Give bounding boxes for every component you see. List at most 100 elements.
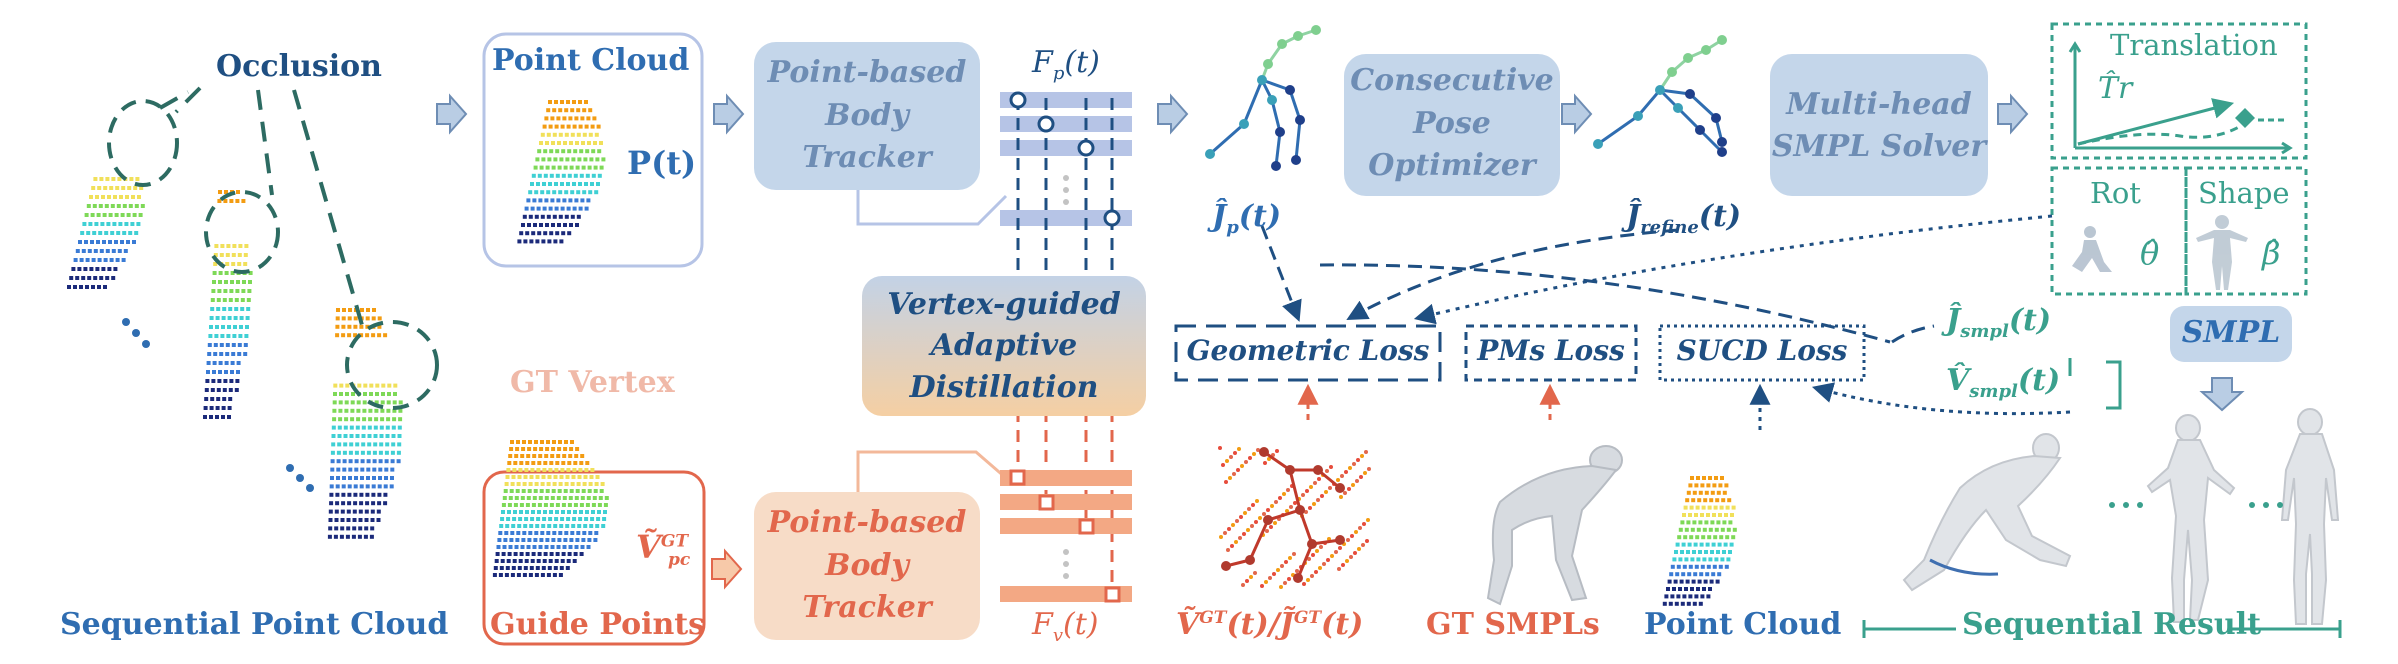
cloud5-point [601, 524, 606, 528]
gt-vertex-point [1249, 575, 1253, 579]
guide-points-label: Guide Points [490, 607, 706, 642]
cloud3-point [386, 408, 391, 413]
cloud4-point [543, 149, 548, 154]
cloud3-point [385, 425, 390, 430]
cloud3-point [387, 392, 391, 396]
cloud3-point [337, 442, 342, 447]
cloud5-point [524, 559, 529, 563]
cloud4-point [530, 206, 535, 211]
cloud4-point [581, 141, 585, 145]
gt-vertex-point [1295, 569, 1299, 573]
cloud3-point [342, 450, 347, 455]
cloud3-point [329, 492, 334, 497]
cloud1-point [100, 222, 105, 226]
gt-joint-bone [1288, 469, 1302, 511]
joint [1633, 111, 1643, 121]
gt-joint [1263, 515, 1273, 525]
cloud3-point [392, 417, 397, 422]
cloud4-point [541, 157, 546, 162]
cloud5-point [575, 489, 580, 493]
cloud5-point [563, 447, 568, 451]
cloud3-point [347, 492, 352, 497]
joint [1295, 115, 1305, 125]
gt-vertex-point [1319, 545, 1323, 549]
cloud1-point [73, 258, 78, 262]
cloud3-point [376, 518, 381, 522]
cloud2-point [211, 379, 216, 383]
gt-joint-bone [1263, 450, 1291, 472]
cloud3-point [343, 434, 348, 438]
cloud3-point [336, 467, 341, 472]
cloud4-point [585, 173, 590, 178]
cloud5-point [501, 510, 505, 514]
cloud5-point [569, 538, 574, 542]
cloud6-point [1694, 483, 1699, 488]
cloud5-point [525, 552, 530, 556]
cloud3-point [372, 459, 377, 464]
cloud6-point [1687, 572, 1692, 577]
cloud6-point [1669, 572, 1674, 577]
cloud3-point [362, 417, 367, 422]
cloud4-point [545, 165, 550, 170]
cloud4-point [575, 165, 580, 170]
gt-vertex-point [1282, 492, 1286, 496]
cloud3-point [338, 417, 343, 422]
cloud4-point [584, 182, 588, 186]
cloud4-point [589, 157, 594, 162]
cloud5-point [564, 440, 568, 444]
cloud4-point [555, 149, 560, 154]
cloud6-point [1680, 520, 1685, 525]
cloud6-point [1704, 520, 1709, 525]
cloud6-point [1718, 483, 1723, 488]
cloud2-point [215, 316, 220, 320]
cloud3-point [398, 408, 403, 413]
cloud3-point [351, 534, 356, 539]
cloud6-point [1731, 505, 1736, 510]
cloud2-point [244, 334, 249, 338]
cloud3-point [347, 484, 352, 489]
gt-vertex-point [1292, 552, 1296, 556]
cloud3-point [341, 501, 346, 506]
cloud1-point [92, 231, 97, 235]
bone [1659, 88, 1691, 96]
cloud3-point [348, 308, 352, 312]
translation-symbol: T̂r [2098, 71, 2133, 106]
cloud1-point [91, 285, 95, 289]
cloud5-point [561, 510, 565, 514]
skeleton-jp [1205, 25, 1321, 171]
cloud2-point [212, 361, 217, 365]
gt-joint-bone [1248, 519, 1270, 561]
cloud5-point [517, 475, 522, 479]
cloud6-point [1686, 490, 1691, 495]
cloud5-point [546, 573, 551, 577]
cloud1-point [122, 204, 127, 208]
cloud1-point [101, 267, 106, 271]
cloud5-point [543, 552, 548, 556]
cloud4-point [563, 223, 567, 227]
cloud5-point [547, 524, 552, 528]
cloud5-point [586, 496, 591, 500]
cloud4-point [545, 223, 549, 227]
cloud2-point [240, 307, 245, 311]
cloud6-point [1730, 513, 1734, 517]
cloud4-point [523, 239, 528, 244]
gt-vertex-point [1325, 469, 1329, 473]
gt-joint [1335, 483, 1345, 493]
cloud3-point [358, 526, 363, 531]
cloud4-point [549, 231, 554, 236]
cloud4-point [575, 223, 579, 227]
cloud1-point [115, 258, 120, 262]
cloud2-point [218, 370, 222, 374]
gt-smpl-figure [1486, 445, 1623, 606]
cloud6-point [1686, 601, 1691, 606]
cloud1-point [102, 213, 107, 217]
cloud5-point [560, 468, 565, 472]
cloud4-point [586, 116, 591, 121]
cloud5-point [557, 538, 562, 542]
cloud3-point [342, 467, 347, 472]
cloud4-point [541, 239, 546, 244]
cloud3-point [396, 450, 401, 455]
gt-vertex-point [1241, 583, 1245, 587]
cloud5-point [577, 524, 582, 528]
cloud5-point [531, 510, 535, 514]
